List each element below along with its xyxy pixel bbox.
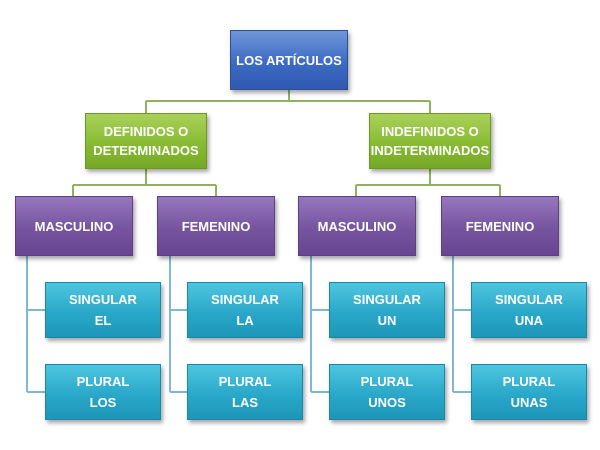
gender-label: MASCULINO [34, 218, 114, 234]
gender-node-indefinidos-masculino: MASCULINO [298, 196, 416, 256]
leaf-line2: UNOS [368, 395, 406, 410]
group-node-indefinidos: INDEFINIDOS O INDETERMINADOS [369, 113, 491, 169]
leaf-node-singular-una: SINGULAR UNA [471, 282, 587, 338]
leaf-line2: EL [94, 313, 112, 328]
group-node-definidos: DEFINIDOS O DETERMINADOS [85, 113, 207, 169]
leaf-node-singular-un: SINGULAR UN [329, 282, 445, 338]
leaf-line2: UN [377, 313, 397, 328]
leaf-line2: UNAS [510, 395, 548, 410]
gender-label: FEMENINO [181, 218, 251, 234]
leaf-line1: SINGULAR [69, 292, 137, 307]
group-label-line2: INDETERMINADOS [370, 143, 490, 158]
leaf-line1: PLURAL [218, 374, 272, 389]
group-label-line1: INDEFINIDOS O [381, 124, 479, 139]
gender-node-indefinidos-femenino: FEMENINO [441, 196, 559, 256]
gender-node-definidos-femenino: FEMENINO [157, 196, 275, 256]
leaf-line1: PLURAL [76, 374, 130, 389]
leaf-line1: PLURAL [502, 374, 556, 389]
leaf-node-plural-las: PLURAL LAS [187, 364, 303, 420]
gender-label: FEMENINO [465, 218, 535, 234]
group-label-line2: DETERMINADOS [93, 143, 199, 158]
connector-leaves-1 [26, 256, 45, 393]
connector-leaves-2 [169, 256, 187, 393]
leaf-line2: LA [236, 313, 254, 328]
connector-leaves-4 [452, 256, 471, 393]
connector-definidos [72, 169, 217, 196]
leaf-line2: LAS [232, 395, 258, 410]
connector-root [145, 90, 431, 113]
leaf-line1: SINGULAR [495, 292, 563, 307]
gender-label: MASCULINO [317, 218, 397, 234]
leaf-node-plural-unos: PLURAL UNOS [329, 364, 445, 420]
leaf-line1: PLURAL [360, 374, 414, 389]
gender-node-definidos-masculino: MASCULINO [15, 196, 133, 256]
leaf-node-plural-los: PLURAL LOS [45, 364, 161, 420]
connector-indefinidos [355, 169, 501, 196]
connector-leaves-3 [310, 256, 329, 393]
leaf-line1: SINGULAR [211, 292, 279, 307]
leaf-line2: LOS [89, 395, 117, 410]
leaf-line2: UNA [514, 313, 544, 328]
leaf-node-singular-el: SINGULAR EL [45, 282, 161, 338]
leaf-node-plural-unas: PLURAL UNAS [471, 364, 587, 420]
root-node: LOS ARTÍCULOS [230, 30, 348, 90]
root-label: LOS ARTÍCULOS [236, 52, 342, 68]
group-label-line1: DEFINIDOS O [103, 124, 189, 139]
leaf-node-singular-la: SINGULAR LA [187, 282, 303, 338]
leaf-line1: SINGULAR [353, 292, 421, 307]
